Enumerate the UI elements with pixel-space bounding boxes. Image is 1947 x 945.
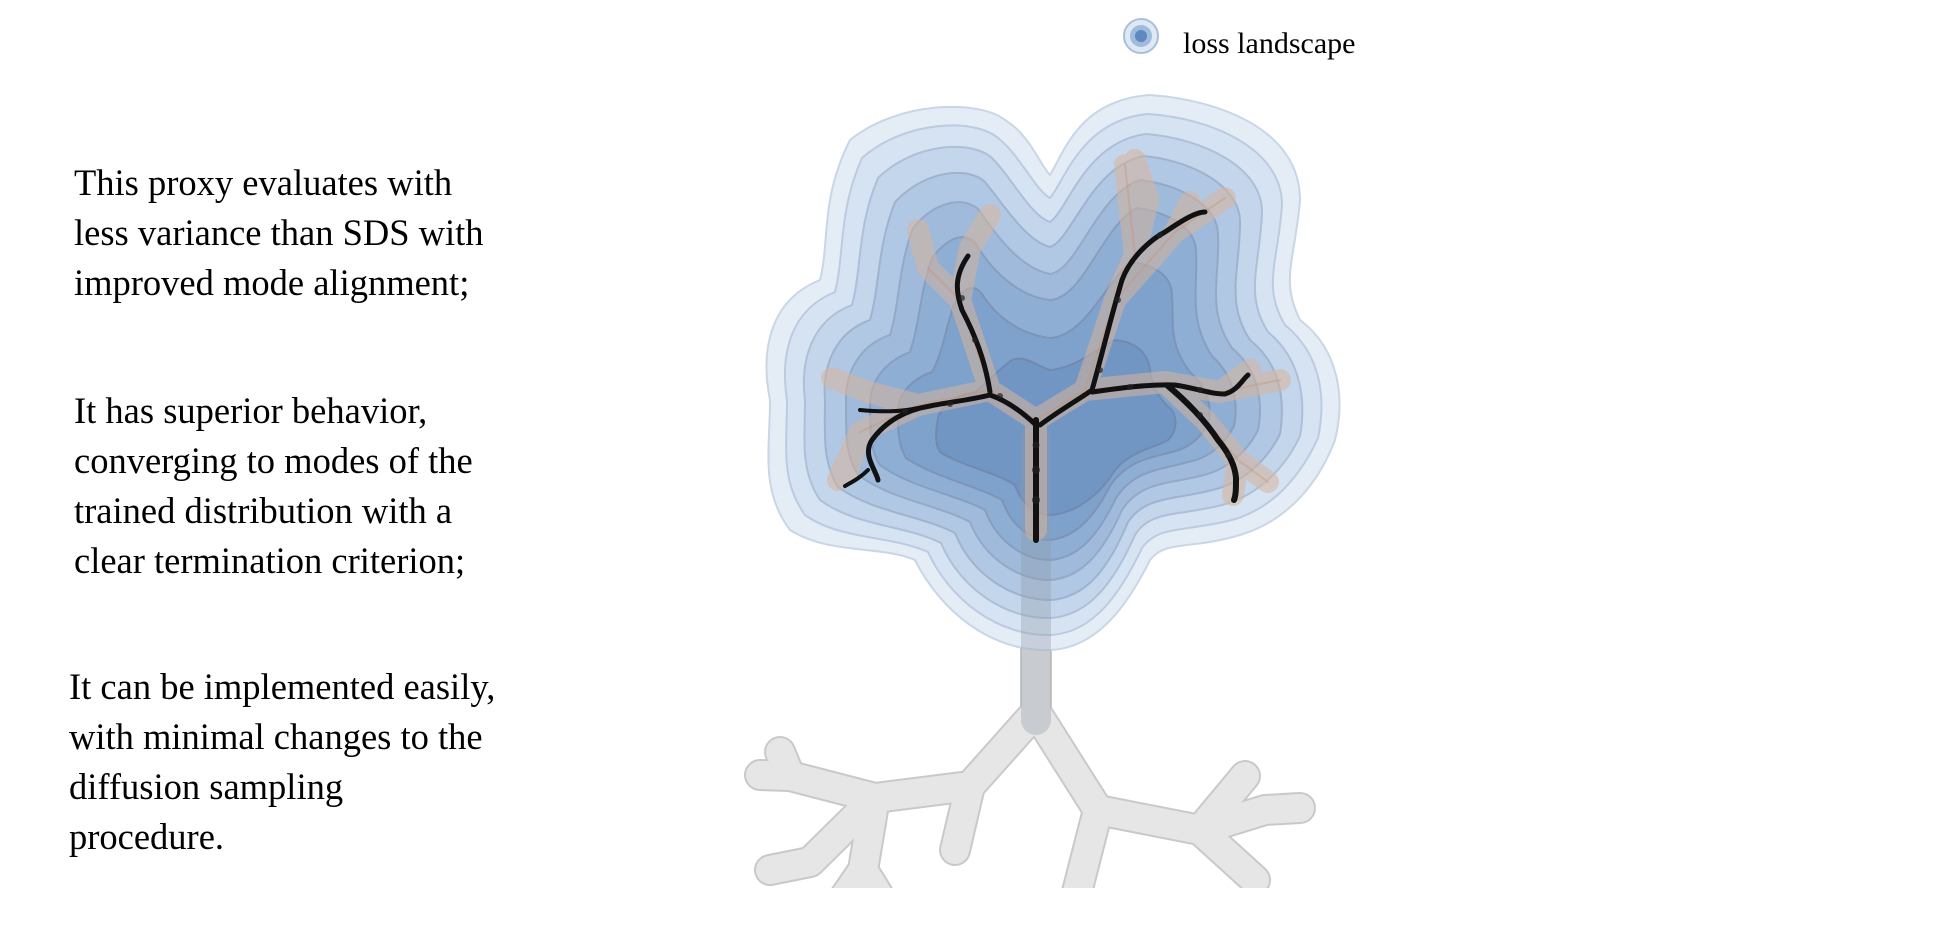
tree-roots bbox=[744, 544, 1316, 888]
paragraph-variance: This proxy evaluates with less variance … bbox=[74, 162, 484, 303]
paragraph-convergence: It has superior behavior, converging to … bbox=[74, 390, 473, 581]
paragraph-implementation: It can be implemented easily, with minim… bbox=[69, 666, 496, 857]
legend-label: loss landscape bbox=[1183, 27, 1355, 60]
trajectory-right-main bbox=[1037, 209, 1208, 428]
legend: loss landscape bbox=[1123, 18, 1355, 60]
trajectory-particles bbox=[902, 232, 1231, 504]
trajectory-left-up bbox=[954, 253, 993, 395]
trajectory-left-arm bbox=[843, 406, 920, 488]
legend-marker-inner bbox=[1135, 30, 1147, 42]
sampling-trajectories bbox=[843, 209, 1251, 543]
trajectory-left-main bbox=[865, 392, 1039, 483]
